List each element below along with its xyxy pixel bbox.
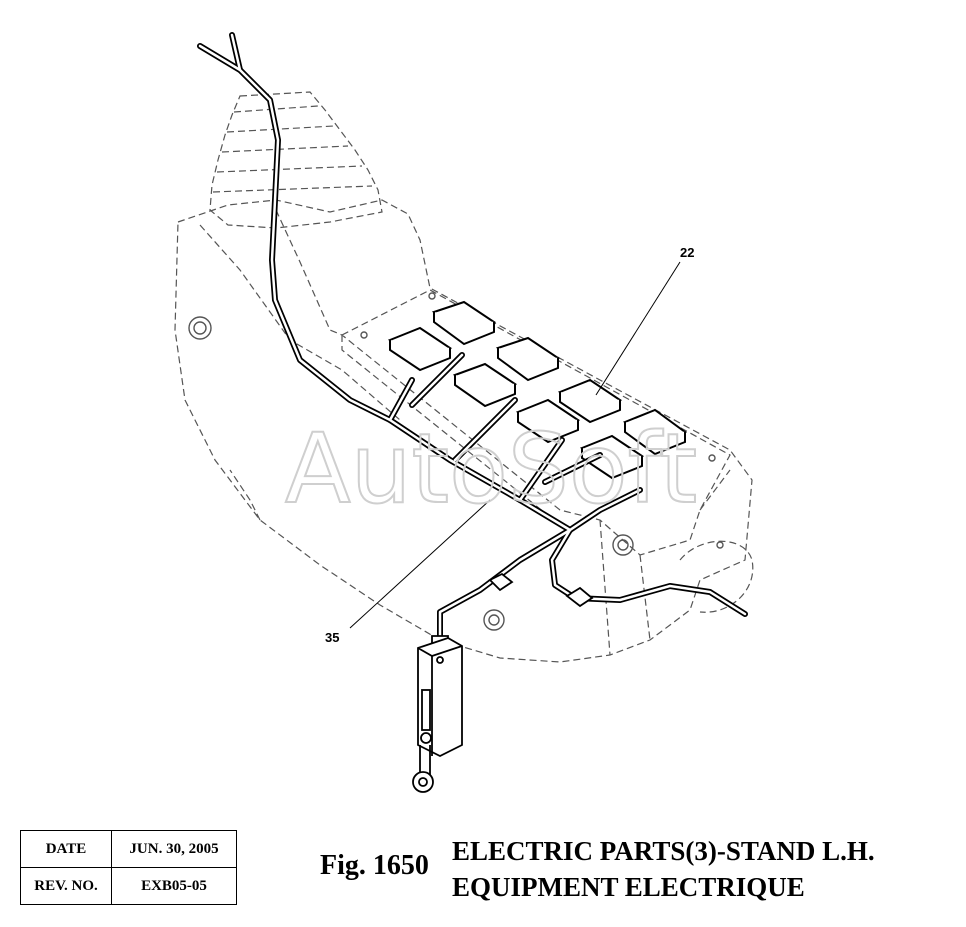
date-row: DATE JUN. 30, 2005 [20,830,237,868]
switch-2 [387,326,453,372]
rev-row: REV. NO. EXB05-05 [20,867,237,905]
wire-harness [197,32,748,643]
date-value: JUN. 30, 2005 [111,830,237,868]
switch-6 [515,398,581,444]
leader-22 [595,261,681,396]
title-english: ELECTRIC PARTS(3)-STAND L.H. [452,836,875,866]
connector-2 [565,586,594,608]
switch-1 [431,300,497,346]
parts-diagram: 22 35 AutoSoft [174,32,754,793]
figure-title: ELECTRIC PARTS(3)-STAND L.H. EQUIPMENT E… [452,833,875,905]
rev-value: EXB05-05 [111,867,237,905]
callout-22: 22 [680,245,694,260]
switch-3 [495,336,561,382]
date-label: DATE [20,830,112,868]
title-french: EQUIPMENT ELECTRIQUE [452,872,805,902]
leader-lines [349,261,681,629]
mounting-holes [188,292,724,631]
watermark: AutoSoft [285,413,697,525]
figure-number: Fig. 1650 [320,850,429,881]
callout-35: 35 [325,630,339,645]
lever-boot [209,91,383,229]
leader-35 [349,499,491,629]
switch-panel [387,300,688,480]
limit-switch [412,635,463,793]
rev-label: REV. NO. [20,867,112,905]
switch-4 [452,362,518,408]
switch-5 [557,378,623,424]
switch-7 [622,408,688,456]
connectors [488,572,594,608]
revision-table: DATE JUN. 30, 2005 REV. NO. EXB05-05 [20,830,237,905]
connector-1 [488,572,514,592]
